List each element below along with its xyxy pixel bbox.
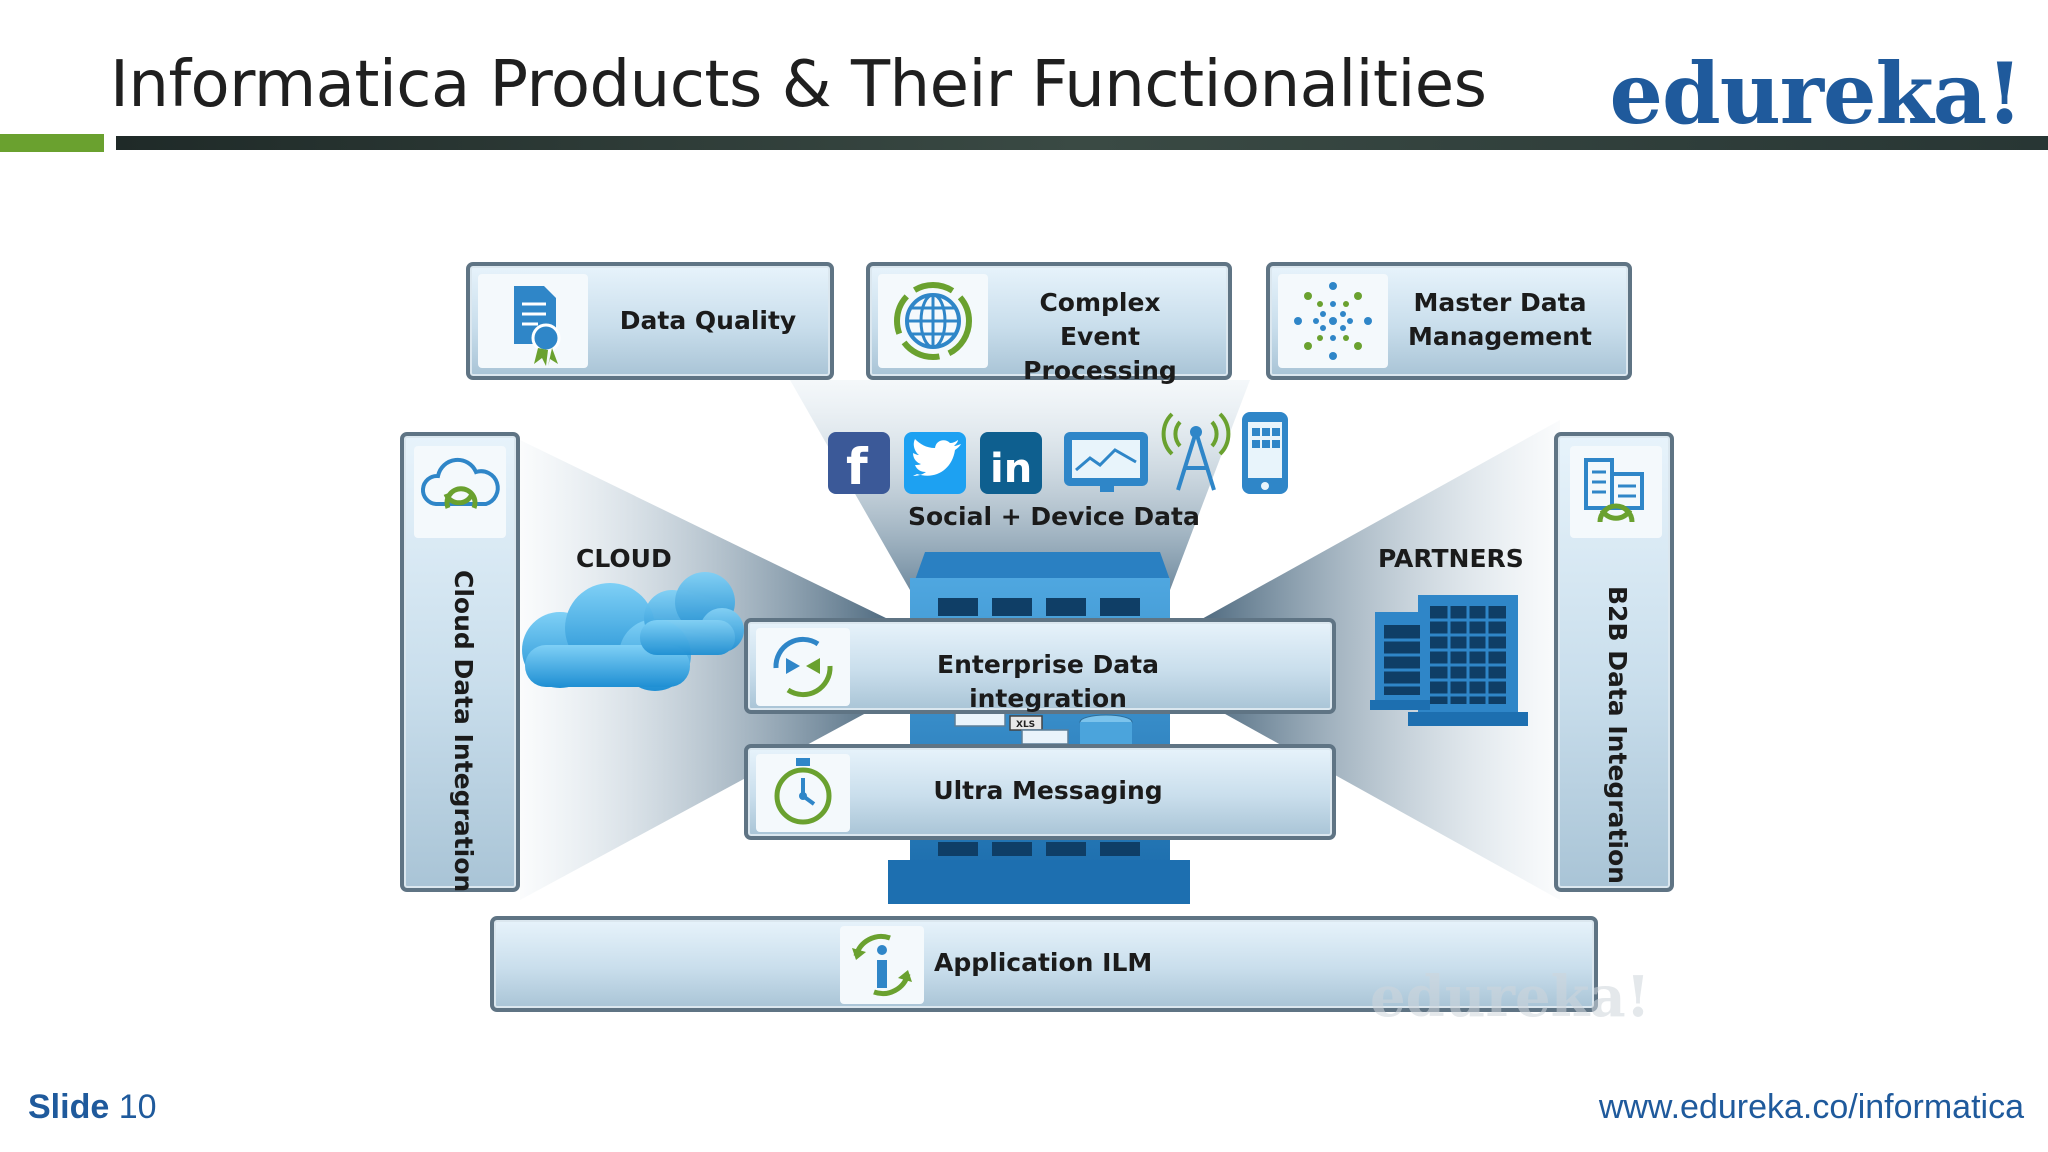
cloud-data-integration-box: Cloud Data Integration — [400, 432, 520, 892]
enterprise-data-integration-box: Enterprise Data integration — [744, 618, 1336, 714]
master-data-management-label: Master Data Management — [1407, 288, 1593, 351]
svg-text:f: f — [846, 438, 869, 496]
slide-word: Slide — [28, 1088, 110, 1126]
twitter-icon — [904, 432, 966, 494]
slide-title: Informatica Products & Their Functionali… — [110, 48, 1487, 122]
enterprise-data-integration-label: Enterprise Data integration — [937, 650, 1159, 713]
social-device-data-label: Social + Device Data — [908, 502, 1200, 531]
info-cycle-icon — [840, 926, 924, 1004]
cloud-illustration — [522, 572, 744, 691]
header-rule — [116, 136, 2048, 150]
partner-buildings — [1370, 595, 1528, 726]
complex-event-processing-box: Complex Event Processing — [866, 262, 1232, 385]
b2b-data-integration-label: B2B Data Integration — [1603, 586, 1632, 884]
application-ilm-label: Application ILM — [934, 948, 1153, 977]
ultra-messaging-box: Ultra Messaging — [744, 744, 1336, 840]
footer-url[interactable]: www.edureka.co/informatica — [1598, 1088, 2024, 1126]
sync-arrows-icon — [756, 628, 850, 706]
slide-number: Slide 10 — [28, 1088, 157, 1127]
cloud-sync-icon — [414, 446, 506, 538]
complex-event-processing-label: Complex Event Processing — [1023, 288, 1177, 385]
ultra-messaging-label: Ultra Messaging — [933, 776, 1163, 805]
cloud-data-integration-label: Cloud Data Integration — [449, 570, 478, 893]
b2b-data-integration-box: B2B Data Integration — [1554, 432, 1674, 892]
slide-number-value: 10 — [118, 1088, 157, 1126]
master-data-management-box: Master Data Management — [1266, 262, 1632, 380]
header-accent-bar — [0, 134, 104, 152]
certificate-document-icon — [478, 274, 588, 368]
globe-icon — [878, 274, 988, 368]
smartphone-icon — [1242, 412, 1288, 494]
facebook-icon: f — [828, 432, 890, 496]
watermark: edureka! — [1370, 964, 1651, 1030]
file-icons: XLS — [954, 711, 1133, 745]
edureka-logo: edureka! — [1609, 44, 2023, 143]
cloud-label: CLOUD — [576, 544, 672, 573]
xls-tag: XLS — [1016, 720, 1035, 730]
linkedin-icon: in — [980, 432, 1042, 494]
dot-cluster-icon — [1278, 274, 1388, 368]
stopwatch-icon — [756, 754, 850, 832]
data-quality-box: Data Quality — [466, 262, 834, 380]
buildings-sync-icon — [1570, 446, 1662, 538]
partners-label: PARTNERS — [1378, 544, 1524, 573]
dashboard-icon — [1064, 432, 1148, 492]
svg-text:in: in — [990, 446, 1032, 492]
antenna-icon — [1161, 412, 1231, 491]
application-ilm-box: Application ILM — [490, 916, 1598, 1012]
cloud-beam — [520, 440, 890, 900]
data-quality-label: Data Quality — [619, 306, 797, 335]
